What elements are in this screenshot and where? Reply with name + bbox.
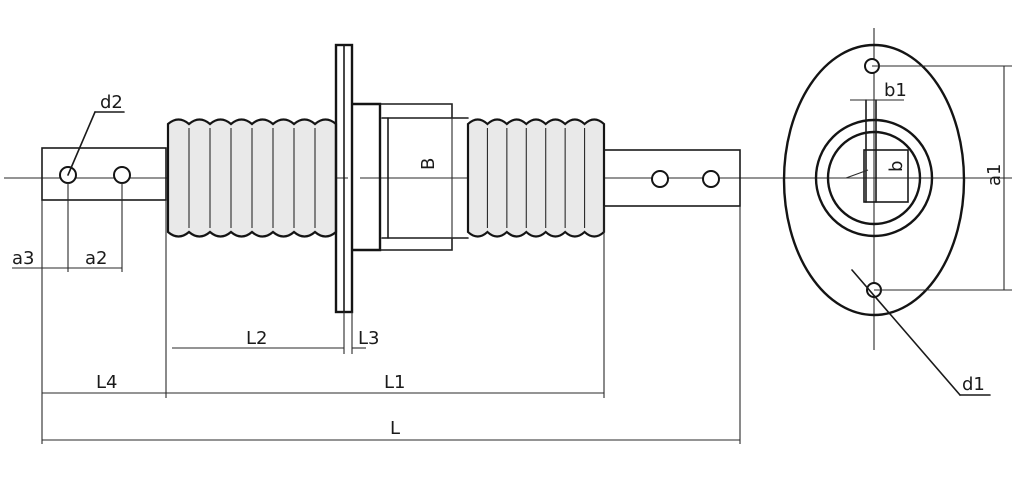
label-b-end: b <box>886 161 907 172</box>
label-d1: d1 <box>962 374 985 395</box>
label-a1: a1 <box>984 164 1005 186</box>
label-b1: b1 <box>884 80 907 101</box>
label-d2: d2 <box>100 92 123 113</box>
label-l4: L4 <box>96 372 117 393</box>
end-view-terminal-section <box>863 149 909 203</box>
left-terminal-stud <box>41 111 167 201</box>
right-terminal-stud <box>603 149 741 207</box>
label-b: B <box>418 158 439 170</box>
label-a3: a3 <box>12 248 34 269</box>
end-view-outer-ring <box>814 118 934 238</box>
dimension-lines-side <box>12 104 741 444</box>
label-l3: L3 <box>358 328 379 349</box>
label-l2: L2 <box>246 328 267 349</box>
end-view-flange-outline <box>782 43 966 317</box>
label-a2: a2 <box>85 248 107 269</box>
end-view <box>770 28 1012 396</box>
right-stud-hole-inner <box>651 170 669 188</box>
right-stud-hole-outer <box>702 170 720 188</box>
left-stud-hole-inner <box>113 166 131 184</box>
label-l1: L1 <box>384 372 405 393</box>
left-insulator-body <box>166 118 338 238</box>
label-l: L <box>390 418 400 439</box>
right-insulator-body <box>379 103 606 251</box>
end-view-inner-ring <box>826 130 922 226</box>
dimension-labels: d2 a3 a2 B L2 L3 L4 L1 L b1 b a1 d1 <box>12 80 1005 439</box>
